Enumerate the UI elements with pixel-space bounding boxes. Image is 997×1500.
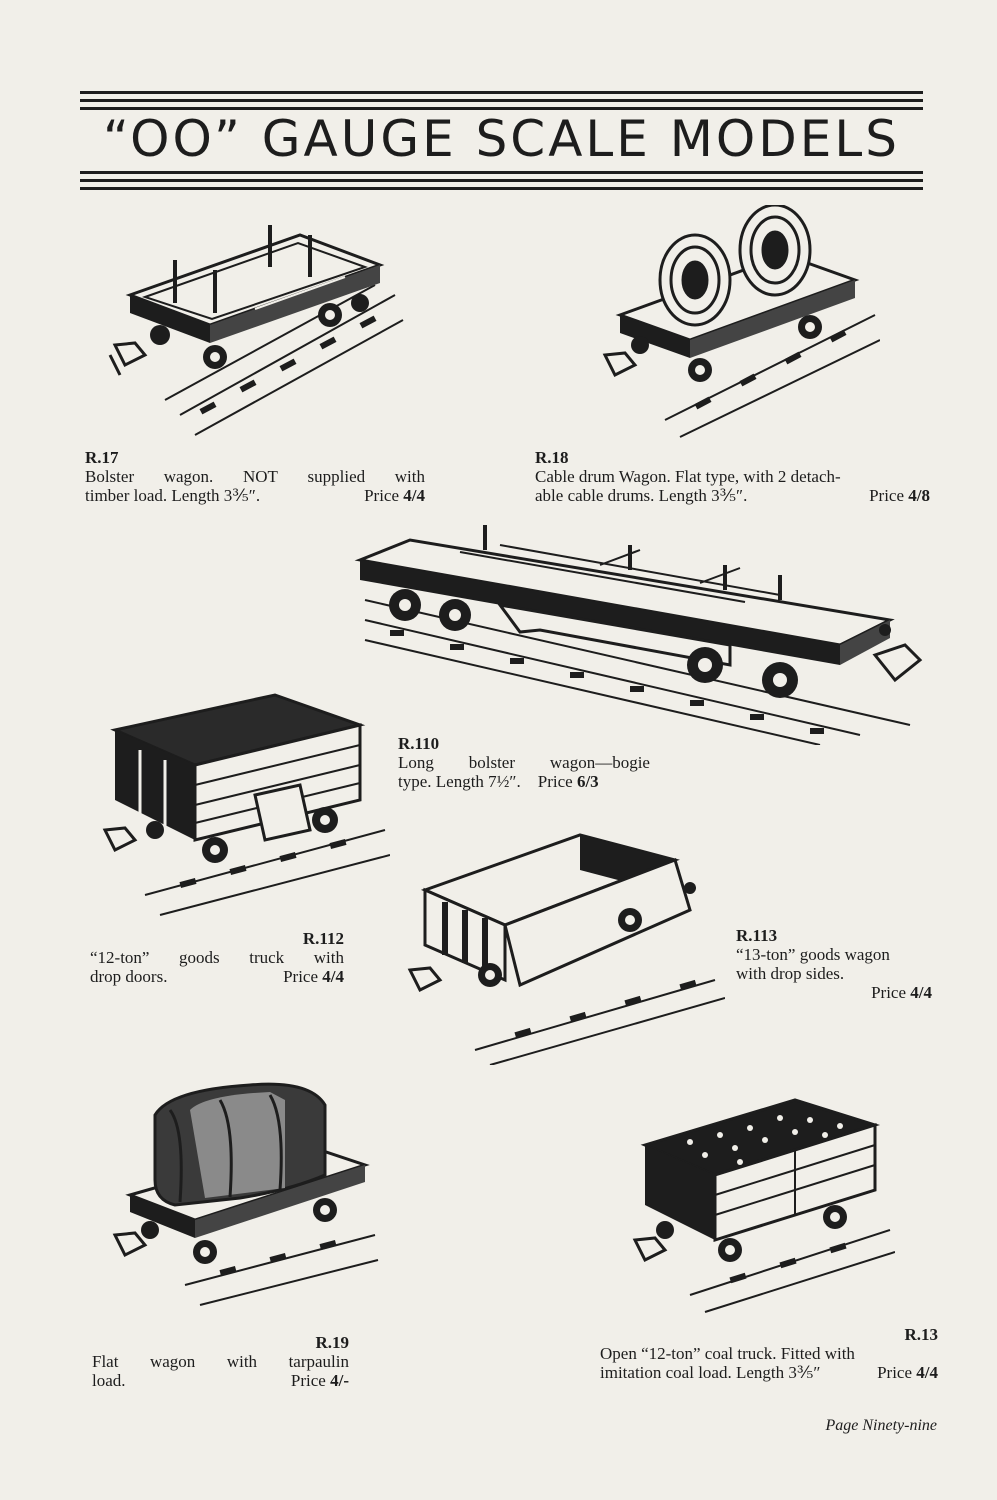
header-rule <box>80 179 923 182</box>
price: Price 4/- <box>290 1371 349 1390</box>
header-rule <box>80 107 923 110</box>
item-code: R.19 <box>315 1333 349 1352</box>
item-code: R.18 <box>535 448 569 467</box>
description-line: with drop sides. <box>736 964 845 983</box>
description-line: able cable drums. Length 3⅗″. Price 4/8 <box>535 486 930 505</box>
item-code: R.112 <box>302 929 344 948</box>
page-number: Page Ninety-nine <box>825 1417 937 1434</box>
description-line: timber load. Length 3⅗″. Price 4/4 <box>85 486 425 505</box>
goods-truck-drop-doors-icon <box>102 693 390 916</box>
caption-r113: R.113 “13-ton” goods wagon with drop sid… <box>736 926 932 1002</box>
item-code: R.110 <box>398 734 440 753</box>
bolster-wagon-icon <box>108 225 404 436</box>
caption-r18: R.18 Cable drum Wagon. Flat type, with 2… <box>535 448 930 505</box>
description-line: Cable drum Wagon. Flat type, with 2 deta… <box>535 467 841 486</box>
price: Price 4/4 <box>877 1363 938 1382</box>
price: Price 4/4 <box>283 967 344 986</box>
flat-wagon-tarpaulin-icon <box>112 1082 379 1306</box>
description-line: type. Length 7½″. Price 6/3 <box>398 772 599 791</box>
price: Price 4/8 <box>869 486 930 505</box>
header-rule <box>80 171 923 174</box>
description-line: “13-ton” goods wagon <box>736 945 890 964</box>
item-code: R.17 <box>85 448 119 467</box>
description-line: drop doors. Price 4/4 <box>90 967 344 986</box>
goods-wagon-drop-sides-icon <box>407 833 725 1065</box>
header-rule <box>80 99 923 102</box>
price: Price 4/4 <box>871 983 932 1002</box>
page-title: “OO” GAUGE SCALE MODELS <box>103 110 900 168</box>
long-bolster-bogie-wagon-icon <box>354 525 923 745</box>
description-line: load. Price 4/- <box>92 1371 349 1390</box>
cable-drum-wagon-icon <box>602 205 880 438</box>
item-code: R.13 <box>904 1325 938 1344</box>
price: Price 6/3 <box>537 772 599 791</box>
header-rule <box>80 187 923 190</box>
caption-r13: R.13 Open “12-ton” coal truck. Fitted wi… <box>600 1325 938 1382</box>
price: Price 4/4 <box>364 486 425 505</box>
item-code: R.113 <box>736 926 778 945</box>
coal-truck-icon <box>632 1098 895 1313</box>
description-line: Open “12-ton” coal truck. Fitted with <box>600 1344 855 1363</box>
header-rule <box>80 91 923 94</box>
description-line: imitation coal load. Length 3⅗″ Price 4/… <box>600 1363 938 1382</box>
